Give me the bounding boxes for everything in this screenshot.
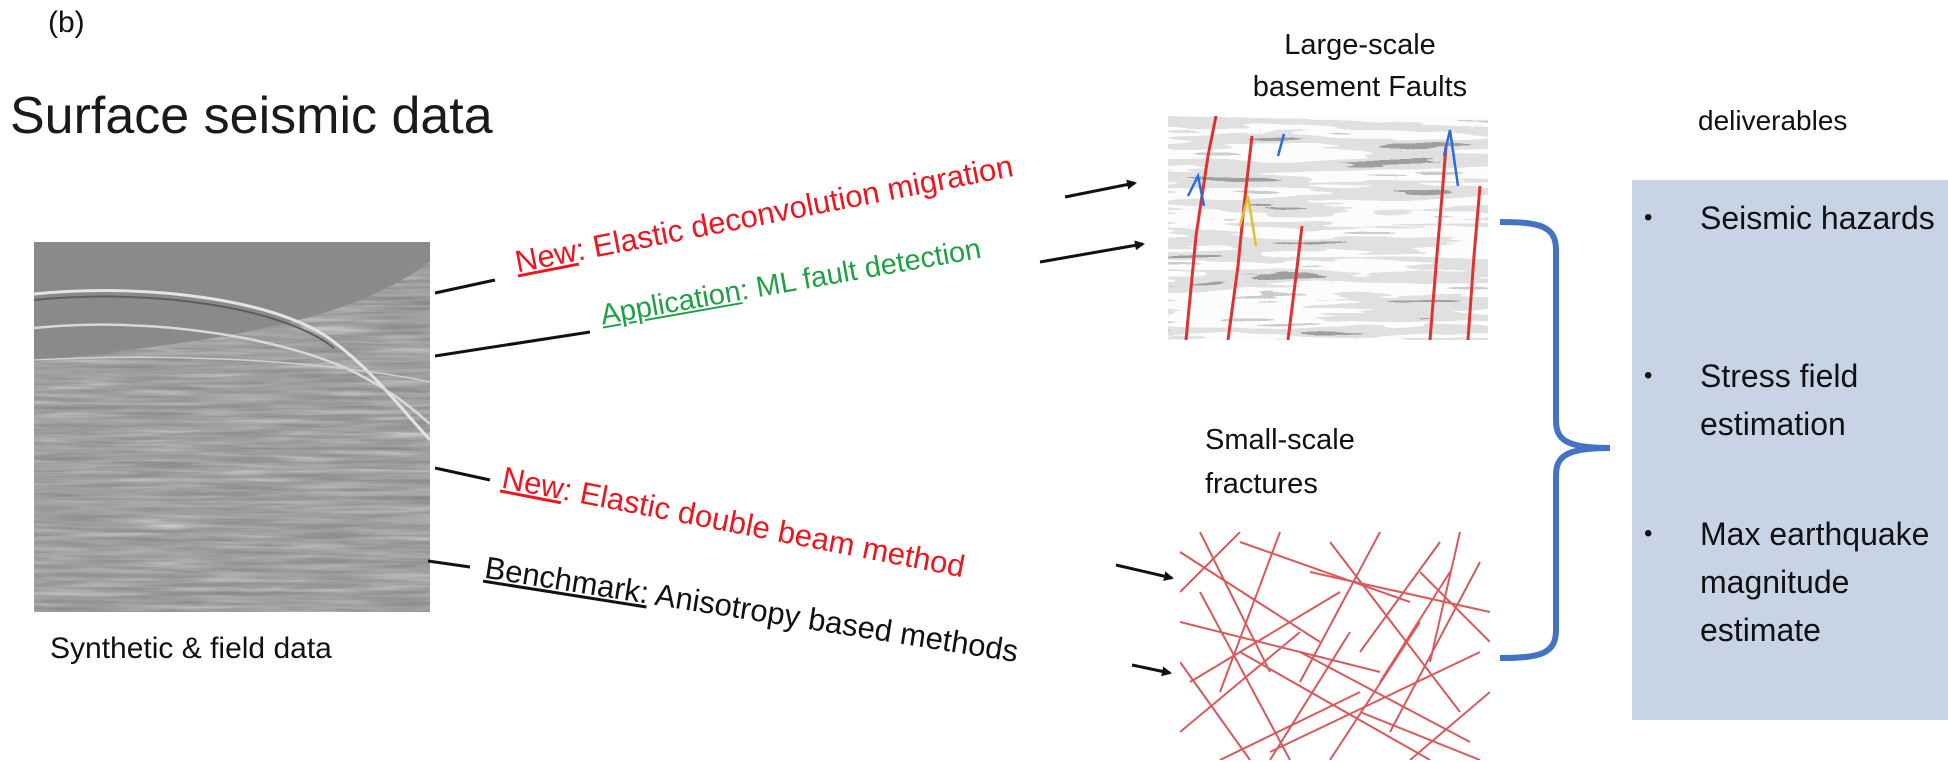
seismic-caption: Synthetic & field data bbox=[50, 632, 332, 665]
seismic-data-image bbox=[34, 242, 430, 612]
faults-title-line1: Large-scale bbox=[1284, 29, 1436, 61]
arrow-1-tail bbox=[434, 278, 496, 295]
deliverable-text: Stress field estimation bbox=[1700, 358, 1859, 442]
curly-brace bbox=[1499, 219, 1611, 661]
fractures-title-line2: fractures bbox=[1205, 468, 1318, 500]
faults-title-line2: basement Faults bbox=[1252, 71, 1468, 103]
arrow-3-head bbox=[1115, 563, 1174, 582]
arrow-4-head bbox=[1131, 663, 1172, 677]
fractures-image bbox=[1180, 532, 1490, 760]
arrow-4-tail bbox=[427, 559, 471, 569]
bullet-icon: • bbox=[1644, 204, 1653, 231]
arrow-3-tail bbox=[434, 466, 491, 482]
deliverable-text: Seismic hazards bbox=[1700, 200, 1935, 236]
deliverables-title: deliverables bbox=[1698, 105, 1848, 136]
page-title: Surface seismic data bbox=[10, 87, 493, 145]
arrow-2-head bbox=[1039, 240, 1145, 264]
deliverables-panel: • Seismic hazards • Stress field estimat… bbox=[1632, 180, 1948, 720]
faults-image bbox=[1168, 116, 1488, 340]
fractures-title-line1: Small-scale bbox=[1205, 424, 1355, 456]
faults-title: Large-scale basement Faults bbox=[1210, 24, 1510, 108]
panel-label: (b) bbox=[48, 6, 85, 39]
bullet-icon: • bbox=[1644, 520, 1653, 547]
deliverable-text: Max earthquake magnitude estimate bbox=[1700, 516, 1930, 648]
arrow-1-head bbox=[1064, 179, 1137, 199]
fractures-title: Small-scale fractures bbox=[1205, 418, 1355, 506]
bullet-icon: • bbox=[1644, 362, 1653, 389]
arrow-2-tail bbox=[434, 330, 591, 358]
